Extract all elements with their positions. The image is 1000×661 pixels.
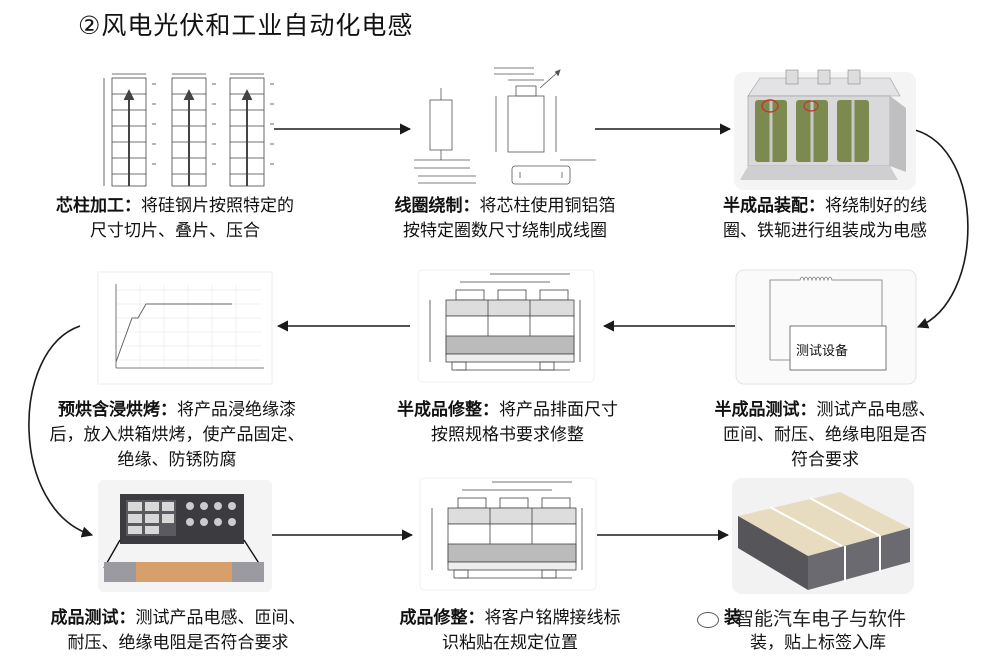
final-test-picture [98, 480, 272, 592]
step-desc: 将绕制好的线 [825, 196, 927, 216]
step-desc: 将产品浸绝缘漆 [177, 400, 296, 420]
step-name: 半成品装配： [723, 196, 825, 216]
coil-winding-drawing [414, 67, 596, 185]
step-desc: 将客户铭牌接线标 [484, 608, 621, 628]
step-desc: 符合要求 [791, 450, 859, 470]
caption-pack: 装 装，贴上标签入库 [724, 606, 920, 656]
core-processing-drawing [103, 73, 274, 187]
semi-test-drawing [735, 269, 917, 385]
step-desc: 测试产品电感、匝间、 [135, 608, 306, 628]
step-desc: 按照规格书要求修整 [431, 425, 584, 445]
final-trim-drawing [419, 477, 597, 591]
caption-assembly: 半成品装配：将绕制好的线 圈、铁轭进行组装成为电感 [700, 194, 950, 244]
semi-trim-drawing [417, 269, 595, 383]
step-name: 成品修整： [399, 608, 485, 628]
wechat-icon [697, 611, 719, 628]
step-name: 成品测试： [50, 608, 136, 628]
caption-semi-test: 半成品测试：测试产品电感、 匝间、耐压、绝缘电阻是否 符合要求 [700, 398, 950, 473]
caption-bake: 预烘含浸烘烤：将产品浸绝缘漆 后，放入烘箱烘烤，使产品固定、 绝缘、防锈防腐 [32, 398, 322, 473]
bake-curve-chart [97, 271, 273, 385]
step-name: 芯柱加工： [56, 196, 141, 216]
step-name: 半成品修整： [397, 400, 499, 420]
packing-box-picture [732, 478, 914, 594]
step-desc: 装，贴上标签入库 [750, 633, 886, 653]
step-desc: 耐压、绝缘电阻是否符合要求 [67, 633, 289, 653]
caption-final-trim: 成品修整：将客户铭牌接线标 识粘贴在规定位置 [380, 606, 640, 656]
step-desc: 尺寸切片、叠片、压合 [90, 221, 260, 241]
caption-final-test: 成品测试：测试产品电感、匝间、 耐压、绝缘电阻是否符合要求 [38, 606, 318, 656]
step-desc: 将芯柱使用铜铝箔 [479, 196, 616, 216]
step-desc: 将产品排面尺寸 [499, 400, 618, 420]
caption-coil-winding: 线圈绕制：将芯柱使用铜铝箔 按特定圈数尺寸绕制成线圈 [380, 194, 630, 244]
assembly-picture [734, 69, 916, 190]
test-equipment-label: 测试设备 [796, 344, 849, 359]
step-desc: 匝间、耐压、绝缘电阻是否 [723, 425, 927, 445]
watermark: 智能汽车电子与软件 [697, 604, 906, 631]
step-desc: 绝缘、防锈防腐 [117, 450, 237, 470]
caption-semi-trim: 半成品修整：将产品排面尺寸 按照规格书要求修整 [380, 398, 635, 448]
step-desc: 测试产品电感、 [816, 400, 936, 420]
step-desc: 圈、铁轭进行组装成为电感 [723, 221, 927, 241]
step-name: 预烘含浸烘烤： [58, 400, 177, 420]
watermark-text: 智能汽车电子与软件 [735, 608, 907, 630]
step-desc: 按特定圈数尺寸绕制成线圈 [403, 221, 607, 241]
step-name: 装 [724, 608, 741, 628]
step-name: 线圈绕制： [394, 196, 480, 216]
step-desc: 后，放入烘箱烘烤，使产品固定、 [49, 425, 305, 445]
step-desc: 识粘贴在规定位置 [442, 633, 578, 653]
page-title: ②风电光伏和工业自动化电感 [78, 11, 414, 40]
step-desc: 将硅钢片按照特定的 [141, 196, 294, 216]
step-name: 半成品测试： [714, 400, 817, 420]
caption-core-processing: 芯柱加工：将硅钢片按照特定的 尺寸切片、叠片、压合 [40, 194, 310, 244]
